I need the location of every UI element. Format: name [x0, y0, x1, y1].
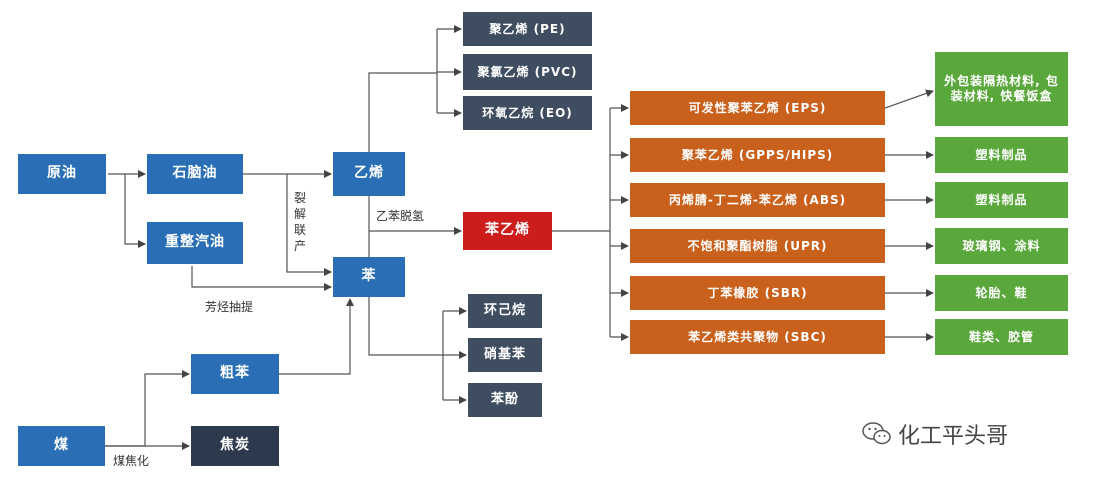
node-sbc: 苯乙烯类共聚物 (SBC) [630, 320, 885, 354]
node-label: 塑料制品 [975, 147, 1028, 162]
node-label: 焦炭 [220, 437, 250, 454]
node-label: 苯 [361, 268, 377, 285]
node-crude-oil: 原油 [18, 154, 106, 194]
node-label: 聚乙烯 (PE) [489, 21, 566, 36]
node-label: 苯酚 [490, 391, 519, 407]
node-label: 硝基苯 [483, 346, 526, 362]
node-label: 外包装隔热材料, 包装材料, 快餐饭盒 [944, 74, 1059, 103]
node-cyclohexane: 环己烷 [468, 294, 542, 328]
node-crude-benzene: 粗苯 [191, 354, 279, 394]
edge-label-aromatics-extraction: 芳烃抽提 [205, 300, 254, 314]
node-ethylene: 乙烯 [333, 152, 405, 196]
node-label: 塑料制品 [975, 192, 1028, 207]
node-nitrobenzene: 硝基苯 [468, 338, 542, 372]
node-naphtha: 石脑油 [147, 154, 243, 194]
node-label: 粗苯 [220, 365, 250, 382]
watermark-text: 化工平头哥 [898, 424, 1009, 449]
node-upr: 不饱和聚酯树脂 (UPR) [630, 229, 885, 263]
node-sbr: 丁苯橡胶 (SBR) [630, 276, 885, 310]
node-styrene: 苯乙烯 [463, 212, 552, 250]
node-label: 乙烯 [354, 165, 384, 182]
node-eps: 可发性聚苯乙烯 (EPS) [630, 91, 885, 125]
node-app-sbr: 轮胎、鞋 [935, 275, 1068, 311]
node-pvc: 聚氯乙烯 (PVC) [463, 54, 592, 90]
node-label: 煤 [54, 437, 69, 454]
node-label: 不饱和聚酯树脂 (UPR) [687, 238, 828, 253]
edge-label-coking: 煤焦化 [113, 454, 150, 468]
node-app-upr: 玻璃钢、涂料 [935, 228, 1068, 264]
node-label: 丁苯橡胶 (SBR) [707, 285, 808, 300]
node-phenol: 苯酚 [468, 383, 542, 417]
node-pe: 聚乙烯 (PE) [463, 12, 592, 46]
node-label: 原油 [47, 165, 77, 182]
node-label: 石脑油 [172, 165, 218, 182]
node-app-abs: 塑料制品 [935, 182, 1068, 218]
node-coal: 煤 [18, 426, 105, 466]
node-label: 苯乙烯 [485, 222, 530, 239]
node-label: 玻璃钢、涂料 [962, 238, 1041, 253]
wechat-icon [862, 422, 891, 445]
node-label: 环己烷 [483, 302, 526, 318]
node-gpps: 聚苯乙烯 (GPPS/HIPS) [630, 138, 885, 172]
node-label: 可发性聚苯乙烯 (EPS) [688, 100, 827, 115]
node-app-gpps: 塑料制品 [935, 137, 1068, 173]
node-eo: 环氧乙烷 (EO) [463, 96, 592, 130]
node-label: 轮胎、鞋 [975, 285, 1028, 300]
edge-label-cracking: 裂解联产 [293, 191, 306, 253]
node-reformate: 重整汽油 [147, 222, 243, 264]
node-abs: 丙烯腈-丁二烯-苯乙烯 (ABS) [630, 183, 885, 217]
node-coke: 焦炭 [191, 426, 279, 466]
node-label: 苯乙烯类共聚物 (SBC) [688, 329, 827, 344]
node-benzene: 苯 [333, 257, 405, 297]
node-app-eps: 外包装隔热材料, 包装材料, 快餐饭盒 [935, 52, 1068, 126]
node-label: 重整汽油 [165, 234, 225, 251]
node-label: 鞋类、胶管 [968, 329, 1034, 344]
edge-label-dehydrogenation: 乙苯脱氢 [376, 209, 425, 223]
node-label: 聚氯乙烯 (PVC) [477, 64, 578, 79]
node-label: 环氧乙烷 (EO) [482, 105, 573, 120]
node-label: 聚苯乙烯 (GPPS/HIPS) [681, 147, 834, 162]
node-app-sbc: 鞋类、胶管 [935, 319, 1068, 355]
node-label: 丙烯腈-丁二烯-苯乙烯 (ABS) [668, 192, 847, 207]
watermark: 化工平头哥 [862, 418, 1008, 450]
